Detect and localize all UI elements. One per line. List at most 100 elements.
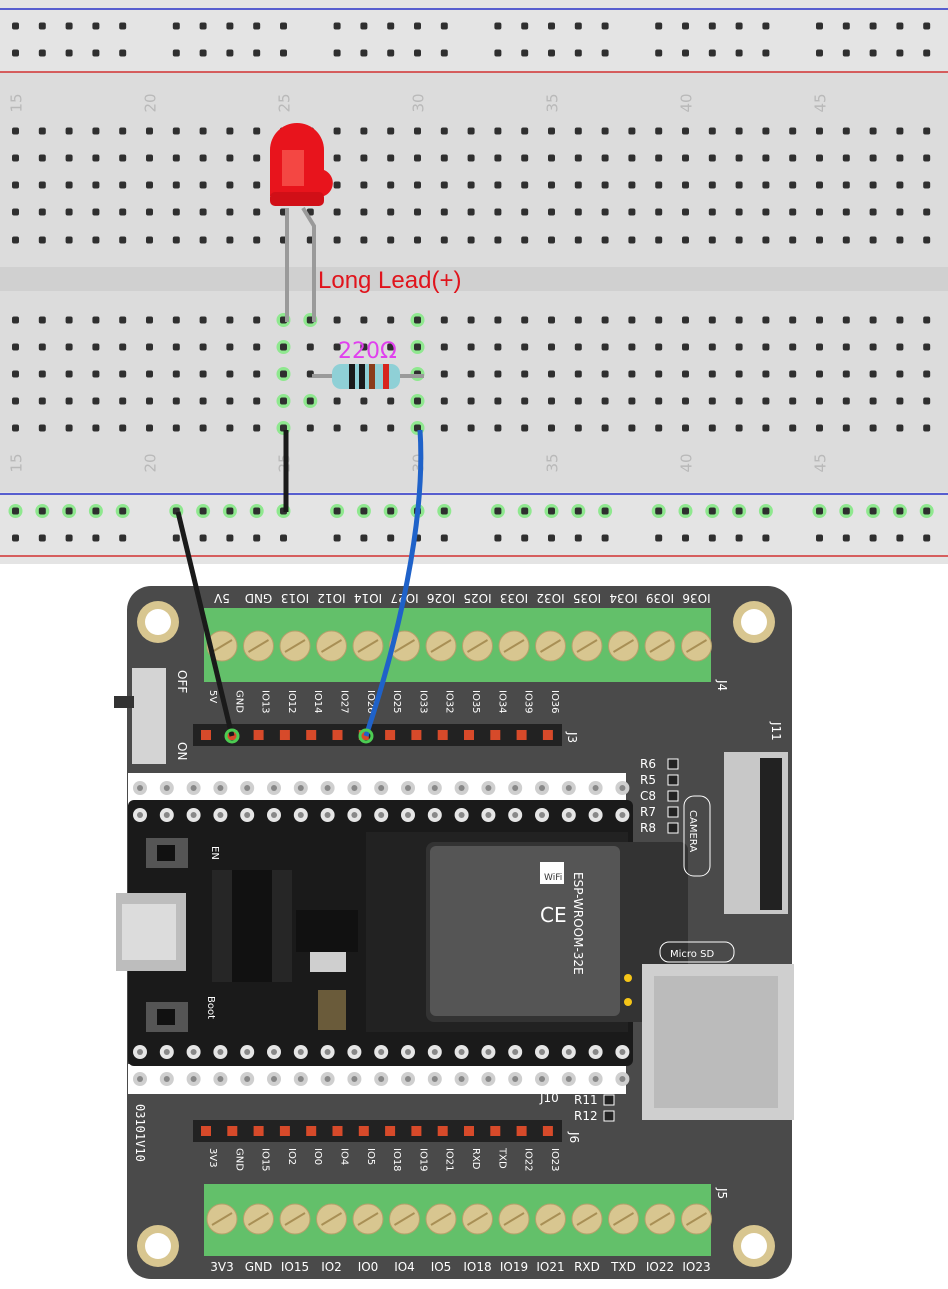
breadboard-hole	[226, 181, 234, 189]
column-number: 45	[812, 453, 830, 472]
j11-label: J11	[769, 721, 783, 741]
breadboard-hole	[12, 397, 19, 405]
breadboard-hole	[521, 397, 529, 405]
header-pin[interactable]	[306, 730, 317, 740]
breadboard-hole	[414, 316, 421, 324]
breadboard-hole	[92, 370, 100, 378]
header-label: IO19	[417, 1148, 428, 1172]
header-pin[interactable]	[542, 730, 553, 740]
header-label: IO27	[339, 690, 350, 714]
rail-hole	[65, 534, 73, 542]
breadboard-hole	[360, 236, 368, 244]
breadboard-hole	[360, 127, 368, 135]
j5-label: J5	[715, 1187, 729, 1199]
header-pin[interactable]	[411, 1126, 422, 1136]
component-ref-label: C8	[640, 789, 656, 803]
breadboard-hole	[414, 181, 421, 189]
breadboard-hole	[682, 181, 689, 189]
breadboard-hole	[172, 154, 180, 162]
rail-hole	[923, 22, 931, 30]
rail-hole	[280, 22, 287, 30]
header-pin[interactable]	[437, 1126, 448, 1136]
header-pin[interactable]	[253, 1126, 264, 1136]
rail-hole	[226, 22, 234, 30]
rail-hole	[12, 534, 19, 542]
header-label: IO36	[549, 690, 560, 714]
header-pin[interactable]	[201, 1126, 211, 1136]
header-pin[interactable]	[358, 1126, 369, 1136]
breadboard-hole	[655, 181, 663, 189]
header-pin[interactable]	[201, 730, 211, 740]
breadboard-hole	[333, 424, 341, 432]
header-label: IO35	[470, 690, 481, 714]
power-switch[interactable]	[132, 668, 166, 764]
header-label: IO33	[417, 690, 428, 714]
rail-hole	[842, 534, 850, 542]
breadboard-hole	[762, 208, 770, 216]
header-label: IO32	[444, 690, 455, 714]
breadboard-hole	[172, 236, 180, 244]
header-pin[interactable]	[464, 730, 474, 740]
terminal-label: RXD	[574, 1260, 600, 1274]
header-pin[interactable]	[279, 1126, 290, 1136]
terminal-label: 5V	[213, 591, 230, 605]
header-pin[interactable]	[516, 730, 527, 740]
breadboard-hole	[521, 424, 529, 432]
header-pin[interactable]	[490, 730, 501, 740]
breadboard-hole	[816, 424, 823, 432]
header-pin[interactable]	[332, 730, 343, 740]
breadboard-hole	[574, 208, 582, 216]
rail-hole	[762, 534, 770, 542]
header-pin[interactable]	[411, 730, 422, 740]
rail-hole	[38, 507, 46, 515]
header-pin[interactable]	[253, 730, 264, 740]
breadboard-hole	[869, 370, 877, 378]
header-pin[interactable]	[332, 1126, 343, 1136]
breadboard-hole	[735, 370, 743, 378]
breadboard-hole	[119, 181, 127, 189]
header-pin[interactable]	[385, 1126, 396, 1136]
breadboard-hole	[521, 181, 529, 189]
breadboard-hole	[360, 208, 368, 216]
breadboard-hole	[414, 208, 421, 216]
terminal-label: IO19	[500, 1260, 528, 1274]
breadboard-hole	[708, 397, 716, 405]
breadboard-hole	[682, 154, 689, 162]
breadboard-hole	[494, 316, 502, 324]
breadboard-hole	[494, 397, 502, 405]
header-pin[interactable]	[227, 1126, 238, 1136]
breadboard-hole	[146, 127, 153, 135]
terminal-label: 3V3	[210, 1260, 233, 1274]
switch-on-label: ON	[175, 742, 189, 760]
breadboard-hole	[842, 181, 850, 189]
header-pin[interactable]	[516, 1126, 527, 1136]
rail-hole	[816, 49, 823, 57]
breadboard-hole	[172, 181, 180, 189]
breadboard-hole	[601, 316, 609, 324]
breadboard-hole	[414, 397, 421, 405]
component-ref-label: R7	[640, 805, 656, 819]
breadboard-hole	[12, 208, 19, 216]
rail-hole	[708, 49, 716, 57]
breadboard-hole	[574, 316, 582, 324]
breadboard-hole	[280, 343, 287, 351]
breadboard-hole	[467, 343, 475, 351]
terminal-label: IO18	[463, 1260, 491, 1274]
rail-hole	[333, 534, 341, 542]
rail-hole	[869, 507, 877, 515]
header-pin[interactable]	[437, 730, 448, 740]
rail-hole	[574, 534, 582, 542]
rail-hole	[869, 534, 877, 542]
breadboard-hole	[682, 208, 689, 216]
breadboard-hole	[842, 370, 850, 378]
header-pin[interactable]	[464, 1126, 474, 1136]
breadboard-hole	[494, 424, 502, 432]
breadboard-hole	[146, 424, 153, 432]
breadboard-hole	[253, 370, 261, 378]
breadboard-hole	[199, 370, 207, 378]
header-pin[interactable]	[385, 730, 396, 740]
header-pin[interactable]	[279, 730, 290, 740]
header-pin[interactable]	[490, 1126, 501, 1136]
header-pin[interactable]	[306, 1126, 317, 1136]
header-pin[interactable]	[542, 1126, 553, 1136]
